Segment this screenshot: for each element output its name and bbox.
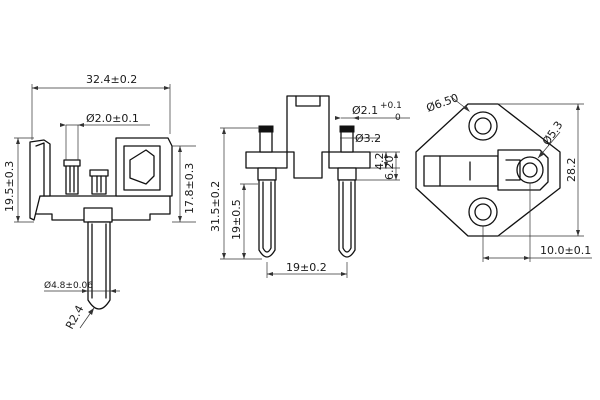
side-rivet-left [65, 161, 79, 195]
top-offset-label: 10.0±0.1 [540, 244, 591, 257]
front-rivet-tolerance-lower: 0 [395, 113, 401, 123]
front-total-height-label: 31.5±0.2 [209, 181, 222, 232]
front-rivet-diameter-label: Ø2.1 [352, 104, 378, 117]
side-view: 32.4±0.2 Ø2.0±0.1 19.5±0.3 17.8±0.3 Ø4.8… [3, 73, 196, 331]
side-left-wall [29, 139, 51, 221]
top-height-label: 28.2 [565, 158, 578, 183]
top-small-hole [516, 156, 544, 184]
front-pin-length-label: 19±0.5 [230, 199, 243, 240]
front-center-tower [286, 95, 330, 179]
side-body-height-label: 17.8±0.3 [183, 163, 196, 214]
top-hole-diameter-label: Ø6.50 [425, 91, 461, 115]
side-tip-radius-label: R2.4 [63, 303, 86, 331]
top-view: Ø6.50 Ø5.3 28.2 10.0±0.1 [415, 91, 592, 262]
side-overall-width-label: 32.4±0.2 [86, 73, 137, 86]
front-dim-b-label: 6.20 [383, 156, 396, 181]
front-pin-left [258, 179, 276, 258]
side-overall-height-label: 19.5±0.3 [3, 161, 16, 212]
side-right-block [115, 137, 173, 197]
side-pin-diameter-label: Ø2.0±0.1 [86, 112, 139, 125]
front-left-flange [245, 151, 288, 169]
front-rivet-tolerance-upper: +0.1 [380, 101, 402, 111]
top-small-hole-diameter-label: Ø5.3 [540, 119, 566, 148]
front-right-flange [328, 151, 371, 169]
front-pin-right [338, 179, 356, 258]
front-head-diameter-label: Ø3.2 [355, 132, 381, 145]
front-pin-spacing-label: 19±0.2 [286, 261, 327, 274]
side-pin [87, 221, 111, 310]
top-hole-upper [468, 111, 498, 141]
front-dim-a-label: 4.2 [373, 153, 386, 171]
top-hole-lower [468, 197, 498, 227]
front-view: Ø2.1 +0.1 0 Ø3.2 4.2 6.20 31.5±0.2 19±0.… [209, 95, 410, 278]
top-center-body [423, 155, 499, 187]
side-pin-diameter-bottom-label: Ø4.8±0.06 [44, 280, 93, 291]
